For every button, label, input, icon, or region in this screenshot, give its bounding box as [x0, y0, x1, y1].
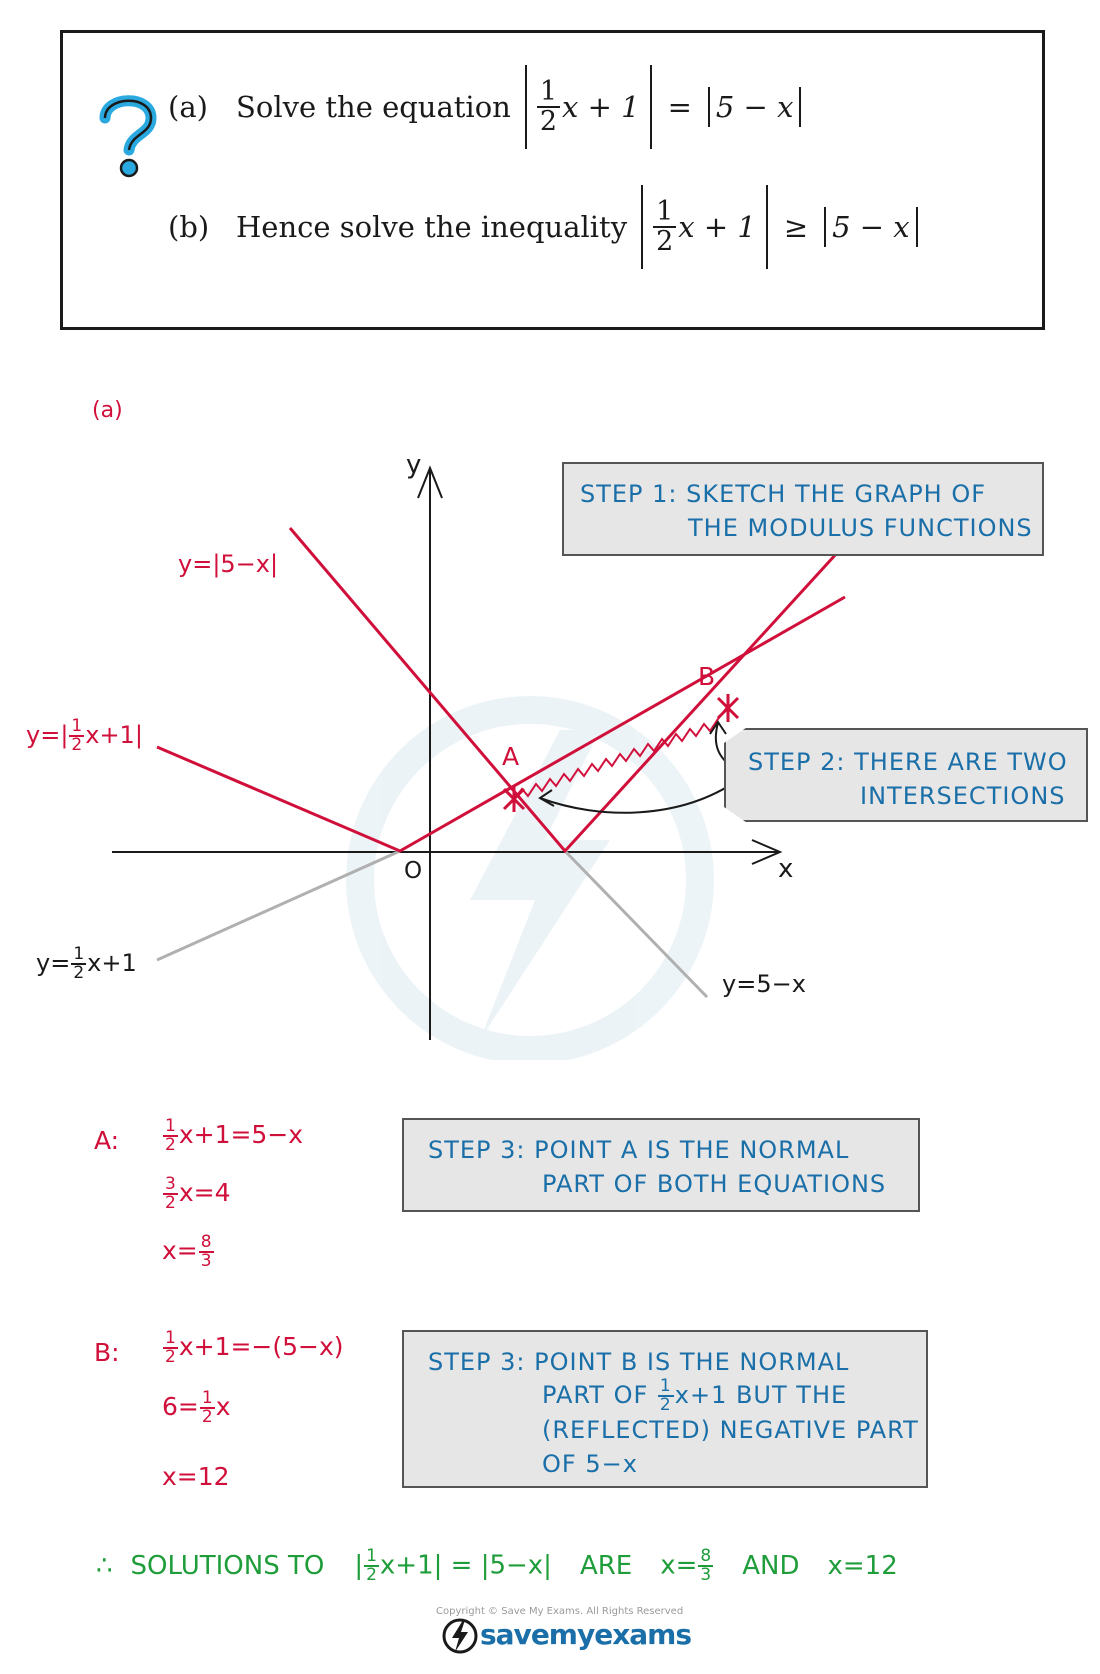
part-a-label: (a): [168, 90, 208, 124]
y-axis-arrow: [417, 465, 443, 499]
x-axis-arrow: [751, 839, 783, 865]
y-axis-label: y: [406, 450, 422, 480]
graph-abs-half-x-plus-1: [156, 595, 846, 853]
arrow-to-a: [539, 779, 739, 814]
part-b-operator: ≥: [783, 210, 809, 244]
point-b-marker: [716, 694, 740, 722]
working-b-label: B:: [94, 1338, 120, 1367]
part-b-rhs: 5 − x: [824, 207, 918, 247]
line-half-x-plus-1-grey: [156, 849, 401, 962]
part-a-text: Solve the equation: [236, 90, 511, 124]
therefore-symbol: ∴: [96, 1551, 113, 1581]
working-b-line-3: x=12: [162, 1462, 230, 1491]
part-a-rhs: 5 − x: [707, 87, 802, 127]
step-3a-box: STEP 3: POINT A IS THE NORMAL PART OF BO…: [402, 1118, 920, 1212]
point-b-label: B: [698, 662, 716, 691]
section-label: (a): [92, 398, 123, 423]
logo-text: savemyexams: [480, 1618, 692, 1651]
x-axis-label: x: [778, 854, 794, 884]
line-5-minus-x-grey: [563, 849, 709, 999]
question-mark-icon: [99, 95, 157, 178]
part-b-label: (b): [168, 210, 210, 244]
save-my-exams-logo: savemyexams: [440, 1612, 692, 1662]
arrow-to-a-head: [538, 789, 555, 807]
label-abs-5-minus-x: y=|5−x|: [178, 550, 279, 578]
graph-abs-5-minus-x: [288, 527, 839, 854]
point-a-marker: [502, 786, 526, 812]
lightning-bolt-icon: [442, 1618, 478, 1654]
part-b-text: Hence solve the inequality: [236, 210, 628, 244]
zigzag-segment: [513, 705, 729, 800]
step-2-box: STEP 2: THERE ARE TWO INTERSECTIONS: [724, 728, 1088, 822]
part-a-operator: =: [667, 90, 692, 124]
arrow-to-b-head: [709, 720, 727, 735]
origin-label: O: [404, 858, 423, 884]
point-a-label: A: [502, 742, 520, 771]
label-5-minus-x: y=5−x: [722, 970, 806, 998]
step-1-box: STEP 1: SKETCH THE GRAPH OF THE MODULUS …: [562, 462, 1044, 556]
working-a-label: A:: [94, 1126, 120, 1155]
copyright-text: Copyright © Save My Exams. All Rights Re…: [436, 1606, 684, 1617]
watermark: [346, 696, 714, 1060]
